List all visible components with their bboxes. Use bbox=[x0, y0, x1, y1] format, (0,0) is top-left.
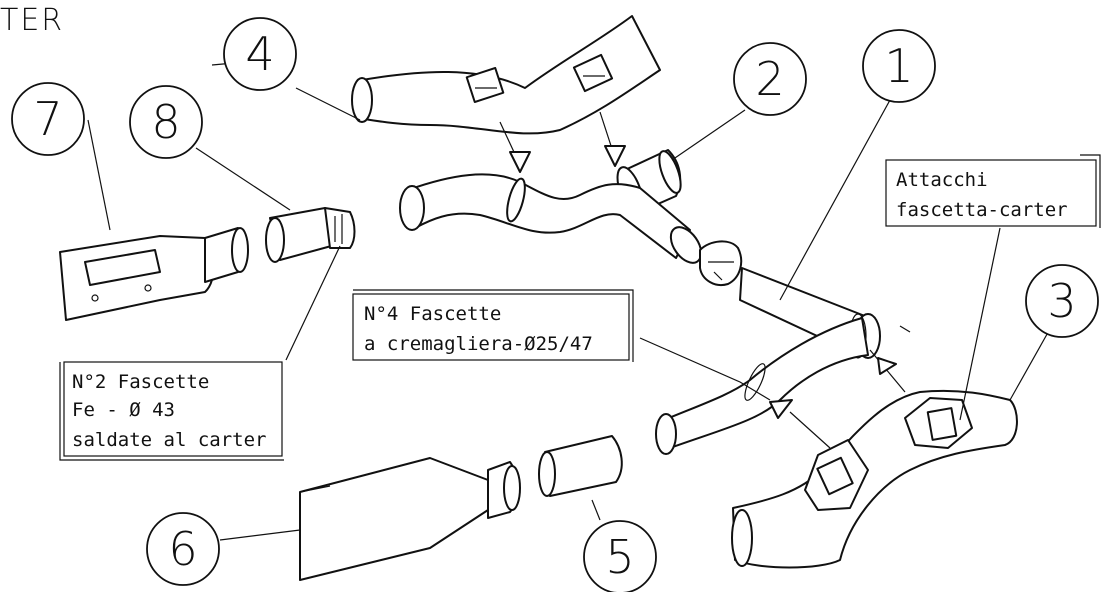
callout-7: 7 bbox=[11, 82, 85, 156]
svg-text:N°4 Fascette: N°4 Fascette bbox=[364, 303, 501, 325]
central-pipe bbox=[399, 173, 703, 264]
note-fascette-saldate: N°2 Fascette Fe - Ø 43 saldate al carter bbox=[59, 361, 284, 461]
svg-text:6: 6 bbox=[168, 522, 197, 576]
svg-text:fascetta-carter: fascetta-carter bbox=[896, 199, 1068, 221]
callout-2: 2 bbox=[733, 42, 807, 116]
note-attacchi: Attacchi fascetta-carter bbox=[885, 154, 1101, 228]
svg-text:7: 7 bbox=[33, 92, 62, 146]
svg-text:1: 1 bbox=[884, 39, 913, 93]
svg-text:saldate al carter: saldate al carter bbox=[72, 429, 266, 451]
callout-3: 3 bbox=[1025, 264, 1099, 338]
svg-text:Fe - Ø 43: Fe - Ø 43 bbox=[72, 399, 175, 421]
svg-text:Attacchi: Attacchi bbox=[896, 169, 988, 191]
note-fascette-cremagliera: N°4 Fascette a cremagliera-Ø25/47 bbox=[352, 289, 634, 362]
part-8-adapter bbox=[265, 207, 356, 263]
callout-5: 5 bbox=[583, 520, 657, 592]
part-5-sleeve bbox=[538, 435, 623, 497]
callout-8: 8 bbox=[129, 85, 203, 159]
lower-y-pipe bbox=[655, 317, 869, 455]
svg-text:a cremagliera-Ø25/47: a cremagliera-Ø25/47 bbox=[364, 333, 593, 355]
small-clamp bbox=[699, 240, 743, 286]
part-7-muffler bbox=[59, 227, 249, 321]
part-6-muffler bbox=[299, 457, 521, 581]
part-3-lower-shell bbox=[731, 389, 1018, 569]
svg-text:3: 3 bbox=[1047, 274, 1076, 328]
svg-text:8: 8 bbox=[151, 95, 180, 149]
svg-text:5: 5 bbox=[605, 530, 634, 584]
part-4-upper-shell bbox=[351, 15, 661, 135]
svg-text:N°2 Fascette: N°2 Fascette bbox=[72, 371, 209, 393]
svg-text:4: 4 bbox=[245, 27, 274, 81]
callout-1: 1 bbox=[862, 29, 936, 103]
svg-text:2: 2 bbox=[755, 52, 784, 106]
callout-6: 6 bbox=[146, 512, 220, 586]
title-fragment: TER bbox=[0, 3, 64, 38]
callout-4: 4 bbox=[223, 17, 297, 91]
